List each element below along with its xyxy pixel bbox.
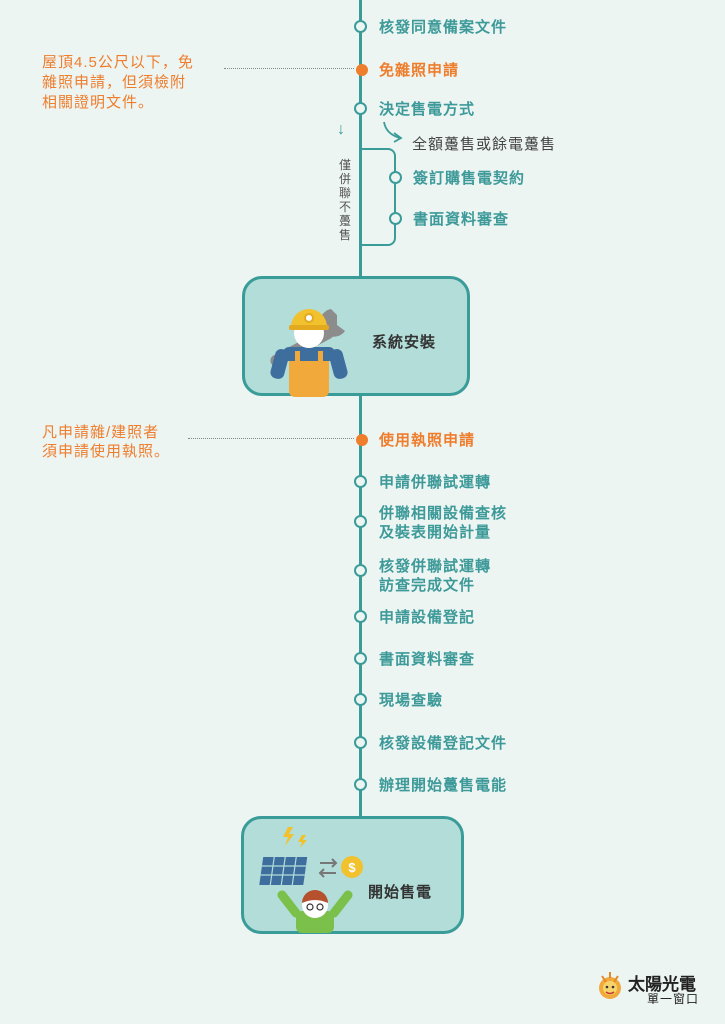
worker-with-wrench-icon [270,309,348,397]
step-equipment-check-line-2: 及裝表開始計量 [379,524,492,541]
step-document-review: 書面資料審查 [413,211,510,228]
step-trial-run-doc-line-1: 核發併聯試運轉 [379,558,492,575]
step-node [354,102,367,115]
timeline-line-middle [359,394,362,818]
curved-arrow-icon [383,121,403,143]
step-node [354,736,367,749]
step-exempt-permit: 免雜照申請 [379,62,460,79]
step-site-inspection: 現場查驗 [379,692,444,709]
timeline-line-top [359,0,362,278]
step-apply-trial-run: 申請併聯試運轉 [379,474,492,491]
step-use-permit: 使用執照申請 [379,432,476,449]
step-document-review-2: 書面資料審查 [379,651,476,668]
step-equipment-check-line-1: 併聯相關設備查核 [379,505,508,522]
step-node [354,20,367,33]
side-label-grid-only: 僅併聯不躉售 [338,158,351,242]
option-sale-method: 全額躉售或餘電躉售 [412,136,557,153]
note-exempt-line-2: 雜照申請，但須檢附 [42,74,187,91]
logo-subtitle: 單一窗口 [647,992,700,1006]
start-selling-label: 開始售電 [368,884,433,901]
step-node [354,693,367,706]
solar-panel-exchange-coin-icon: $ [259,827,363,933]
sun-mascot-icon [599,972,621,999]
note-exempt-line-3: 相關證明文件。 [42,94,155,111]
step-node [354,564,367,577]
branch-bracket [360,148,396,246]
step-node [354,652,367,665]
step-node [354,515,367,528]
note-permit-line-1: 凡申請雜/建照者 [42,424,160,441]
note-connector [224,68,354,69]
step-node [354,610,367,623]
step-sign-contract: 簽訂購售電契約 [413,170,526,187]
step-node-highlight [356,64,368,76]
install-box: 系統安裝 [242,276,470,397]
note-permit-line-2: 須申請使用執照。 [42,443,171,460]
step-issue-registration-doc: 核發設備登記文件 [379,735,508,752]
note-connector [188,438,354,439]
svg-text:$: $ [348,860,356,875]
step-approve-filing-doc: 核發同意備案文件 [379,19,508,36]
step-start-wholesale: 辦理開始躉售電能 [379,777,508,794]
step-decide-sale-method: 決定售電方式 [379,101,476,118]
step-node [389,171,402,184]
logo-title: 太陽光電 [628,975,696,995]
step-node [389,212,402,225]
step-apply-registration: 申請設備登記 [379,609,476,626]
start-selling-box: $ 開始售電 [241,816,464,934]
step-trial-run-doc-line-2: 訪查完成文件 [379,577,476,594]
down-arrow-icon: ↓ [337,121,345,138]
note-exempt-line-1: 屋頂4.5公尺以下，免 [42,54,194,71]
install-box-label: 系統安裝 [372,334,437,351]
step-node [354,475,367,488]
step-node-highlight [356,434,368,446]
step-node [354,778,367,791]
